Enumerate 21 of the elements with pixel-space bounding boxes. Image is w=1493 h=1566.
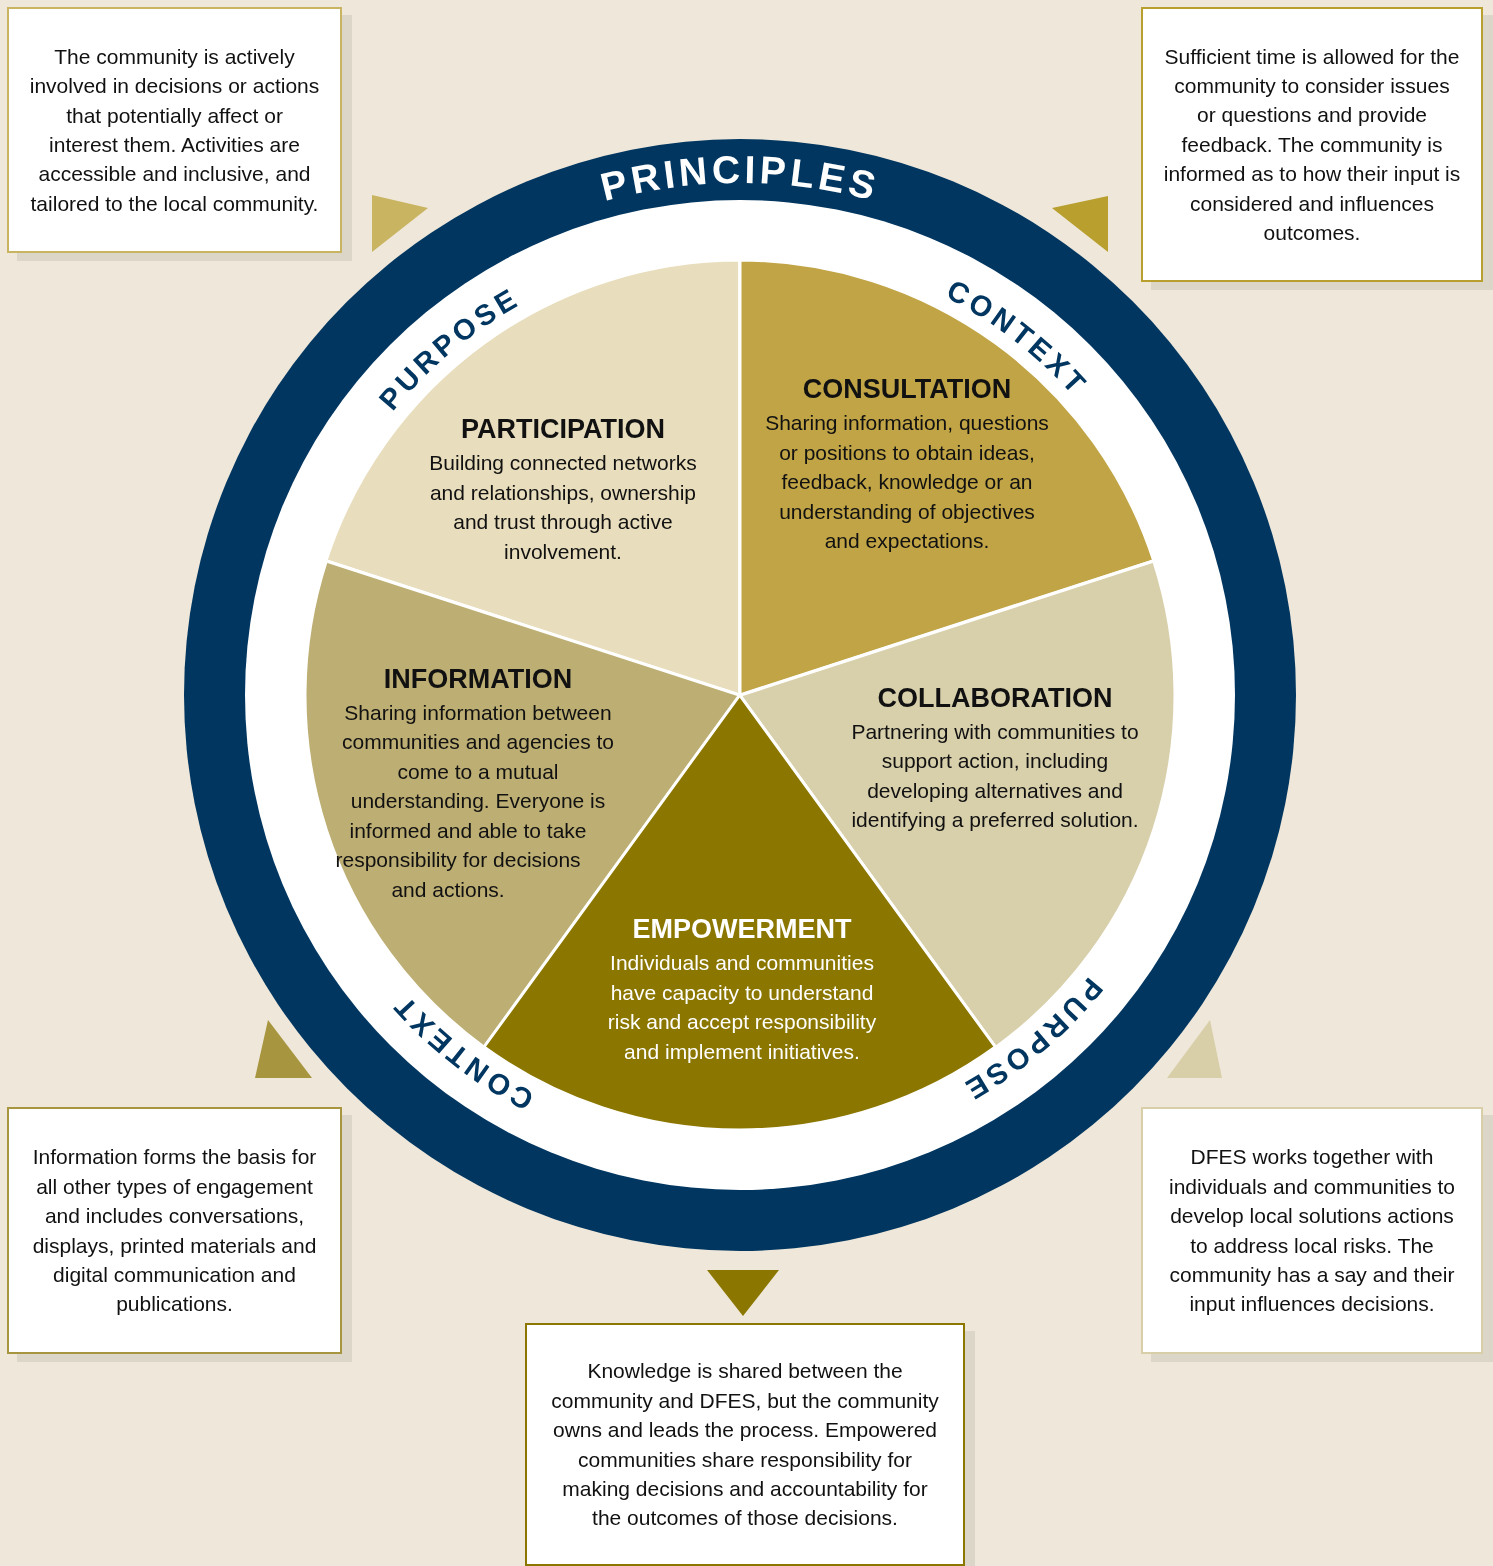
callout-text: Knowledge is shared between the community and DFES, but the community owns and leads the process. Empowered communities share responsibility for making decisions and accountability for the outcomes of those decisions. (550, 1358, 940, 1532)
ring-label: PRINCIPLES (596, 147, 884, 209)
pointer-triangle (255, 1020, 312, 1078)
callout-text: The community is actively involved in decisions or actions that potentially affect or interest them. Activities are accessible and inclusive, and tailored to the local community. (29, 43, 320, 217)
pointer-triangle (707, 1270, 779, 1316)
callout-text: DFES works together with individuals and communities to develop local solutions actions to address local risks. The community has a say and their input influences decisions. (1168, 1144, 1456, 1318)
slice-description: Individuals and communities have capacity to understand risk and accept responsibility and implement initiatives. (606, 950, 878, 1065)
callout-text: Sufficient time is allowed for the community to consider issues or questions and provide feedback. The community is informed as to how their input is considered and influences outcomes. (1163, 43, 1461, 246)
callout-text: Information forms the basis for all other types of engagement and includes conversations, displays, printed materials and digital communication and publications. (31, 1144, 318, 1318)
slice-heading: PARTICIPATION (460, 413, 666, 446)
slice-description: Building connected networks and relationships, ownership and trust through active involvement. (428, 450, 698, 565)
pointer-triangle (372, 195, 428, 252)
pie-slice (326, 260, 740, 695)
slice-description: Sharing information, questions or positions to obtain ideas, feedback, knowledge or an understanding of objectives and expectations. (764, 410, 1050, 554)
slice-heading: EMPOWERMENT (631, 913, 853, 946)
slice-description: Sharing information between communities and agencies to come to a mutual understanding. Everyone is informed and able to take responsibility for decisions and actions. (334, 700, 615, 903)
slice-heading: INFORMATION (382, 663, 574, 696)
slice-heading: COLLABORATION (876, 682, 1114, 715)
pointer-triangle (1167, 1020, 1222, 1078)
pointer-triangle (1052, 196, 1108, 252)
slice-description: Partnering with communities to support action, including developing alternatives and identifying a preferred solution. (850, 719, 1140, 834)
